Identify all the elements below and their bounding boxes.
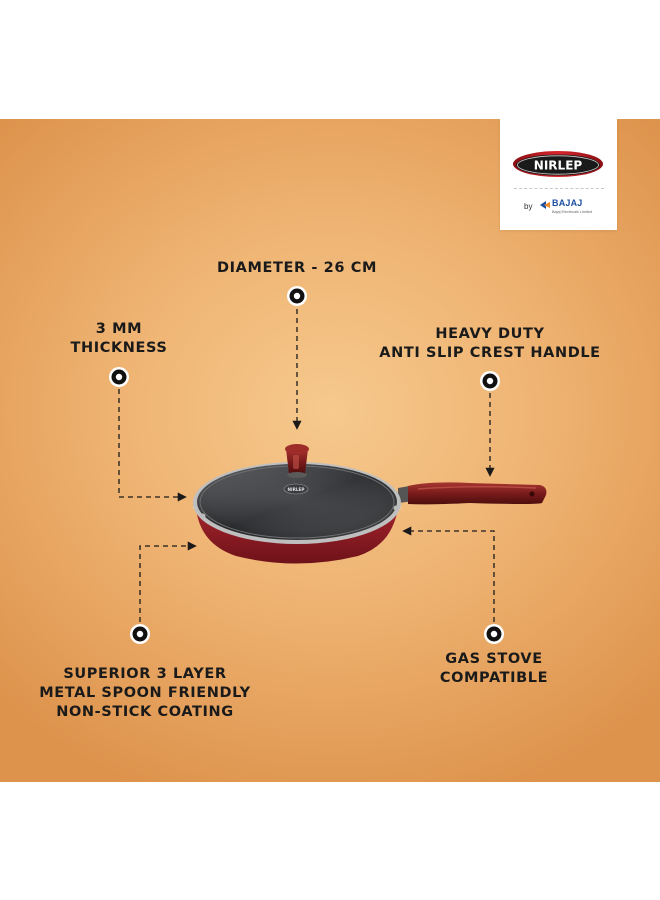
coating-dot <box>130 624 150 644</box>
diameter-text: DIAMETER - 26 CM <box>217 260 377 276</box>
coating-line-2: METAL SPOON FRIENDLY <box>39 685 251 701</box>
thickness-leader <box>118 389 187 502</box>
coating-leader <box>139 541 197 622</box>
thickness-line-2: THICKNESS <box>70 340 168 356</box>
pan-badge-text: NIRLEP <box>288 487 305 492</box>
bajaj-mark-icon <box>540 201 550 209</box>
stove-label: GAS STOVE COMPATIBLE <box>424 650 564 688</box>
logo-divider <box>514 188 604 189</box>
pan-handle <box>398 482 547 505</box>
diameter-label: DIAMETER - 26 CM <box>200 259 394 278</box>
handle-line-1: HEAVY DUTY <box>435 326 545 342</box>
coating-line-3: NON-STICK COATING <box>56 704 234 720</box>
thickness-label: 3 MM THICKNESS <box>44 320 194 358</box>
stove-line-1: GAS STOVE <box>445 651 543 667</box>
callout-dots <box>109 286 504 644</box>
nirlep-logo-card: NIRLEP by BAJAJ Bajaj Electricals Limite… <box>500 119 617 230</box>
stove-leader <box>402 526 495 622</box>
logo-by-text: by <box>524 202 533 211</box>
stove-dot <box>484 624 504 644</box>
coating-line-1: SUPERIOR 3 LAYER <box>63 666 227 682</box>
product-infographic: NIRLEP by BAJAJ Bajaj Electricals Limite… <box>0 119 660 782</box>
brand-name: NIRLEP <box>534 159 583 173</box>
thickness-line-1: 3 MM <box>95 321 143 337</box>
diameter-dot <box>287 286 307 306</box>
handle-line-2: ANTI SLIP CREST HANDLE <box>379 345 601 361</box>
pan-illustration: NIRLEP <box>193 444 401 564</box>
nirlep-logo-icon: NIRLEP <box>513 151 603 177</box>
coating-label: SUPERIOR 3 LAYER METAL SPOON FRIENDLY NO… <box>28 665 262 722</box>
stove-line-2: COMPATIBLE <box>439 670 549 686</box>
bajaj-subtitle: Bajaj Electricals Limited <box>552 210 593 214</box>
thickness-dot <box>109 367 129 387</box>
bajaj-logo-text: BAJAJ <box>552 198 583 208</box>
handle-dot <box>480 371 500 391</box>
pan-diagram: NIRLEP <box>109 286 547 644</box>
handle-label: HEAVY DUTY ANTI SLIP CREST HANDLE <box>368 325 612 363</box>
